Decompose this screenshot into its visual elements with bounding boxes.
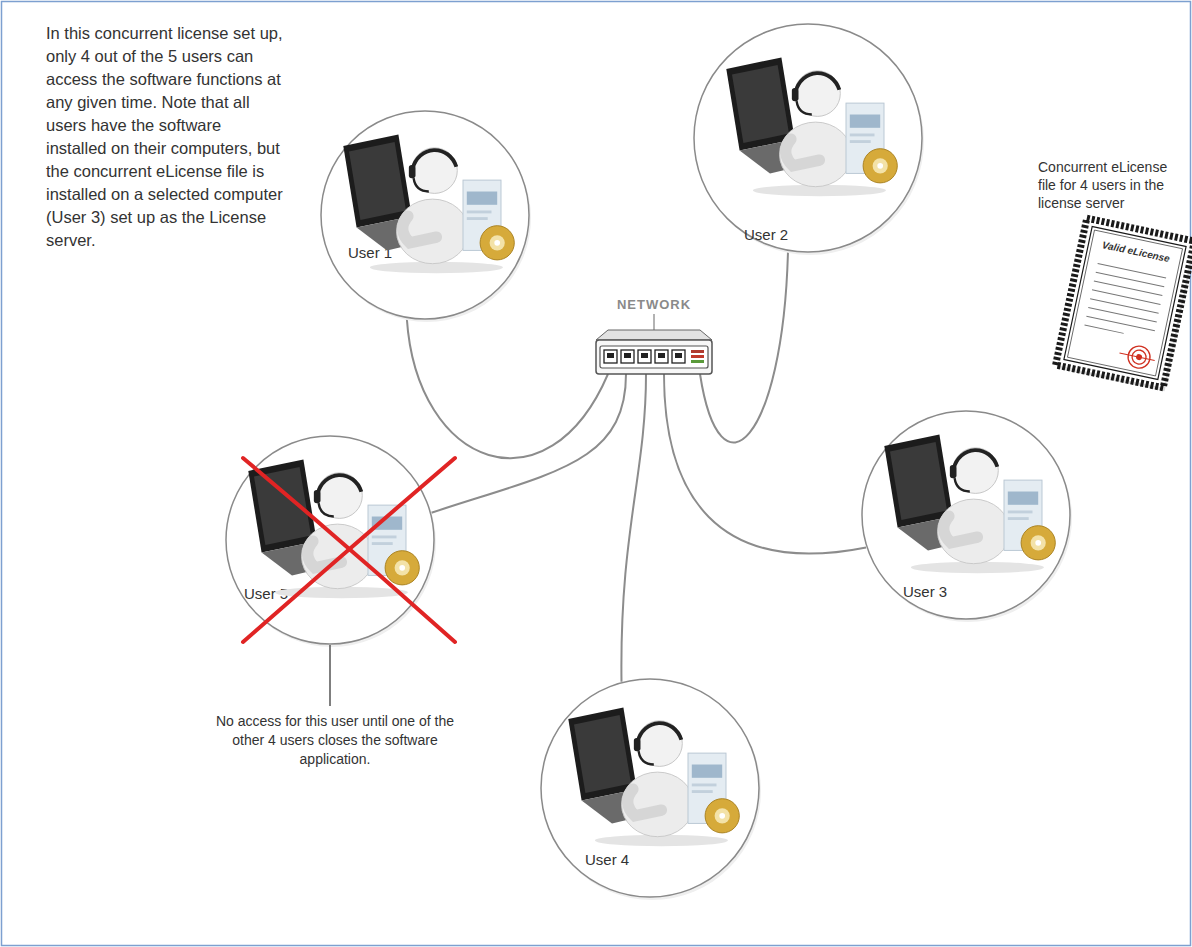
user-icon bbox=[343, 135, 514, 274]
user-icon bbox=[248, 460, 419, 599]
user-circle: User 4 bbox=[540, 678, 760, 898]
node-outline bbox=[693, 23, 923, 253]
node-outline bbox=[1030, 158, 1190, 408]
leader-line bbox=[329, 645, 331, 706]
user-circle: User 3 bbox=[861, 410, 1071, 620]
user-label: User 4 bbox=[585, 850, 665, 870]
node-outline bbox=[320, 110, 530, 320]
node-outline bbox=[592, 296, 716, 376]
user-label: User 3 bbox=[903, 582, 983, 602]
network-cable bbox=[407, 318, 608, 458]
access-note: No access for this user until one of the… bbox=[210, 712, 460, 769]
license-caption: Concurrent eLicense file for 4 users in … bbox=[1038, 158, 1170, 212]
certificate-title: Valid eLicense bbox=[1081, 234, 1191, 270]
user-icon bbox=[568, 708, 739, 847]
intro-note: In this concurrent license set up, only … bbox=[46, 22, 286, 252]
user-icon bbox=[726, 58, 897, 197]
user-label: User 2 bbox=[744, 225, 824, 245]
user-icon bbox=[884, 435, 1055, 574]
network-cable bbox=[664, 374, 866, 554]
network-cable bbox=[431, 374, 626, 513]
user-circle: User 2 bbox=[693, 23, 923, 253]
network-switch: NETWORK bbox=[592, 296, 716, 376]
node-outline bbox=[225, 435, 435, 645]
user-circle: User 1 bbox=[320, 110, 530, 320]
node-outline bbox=[861, 410, 1071, 620]
license-file: Concurrent eLicense file for 4 users in … bbox=[1030, 158, 1190, 408]
user-label: User 1 bbox=[348, 243, 428, 263]
node-outline bbox=[540, 678, 760, 898]
user-circle: User 5 bbox=[225, 435, 435, 645]
network-cable bbox=[700, 251, 788, 442]
network-cable bbox=[621, 374, 646, 682]
certificate-paper: Valid eLicense bbox=[1056, 218, 1192, 388]
denied-cross bbox=[243, 458, 455, 642]
user-label: User 5 bbox=[244, 584, 324, 604]
network-label: NETWORK bbox=[592, 296, 716, 313]
